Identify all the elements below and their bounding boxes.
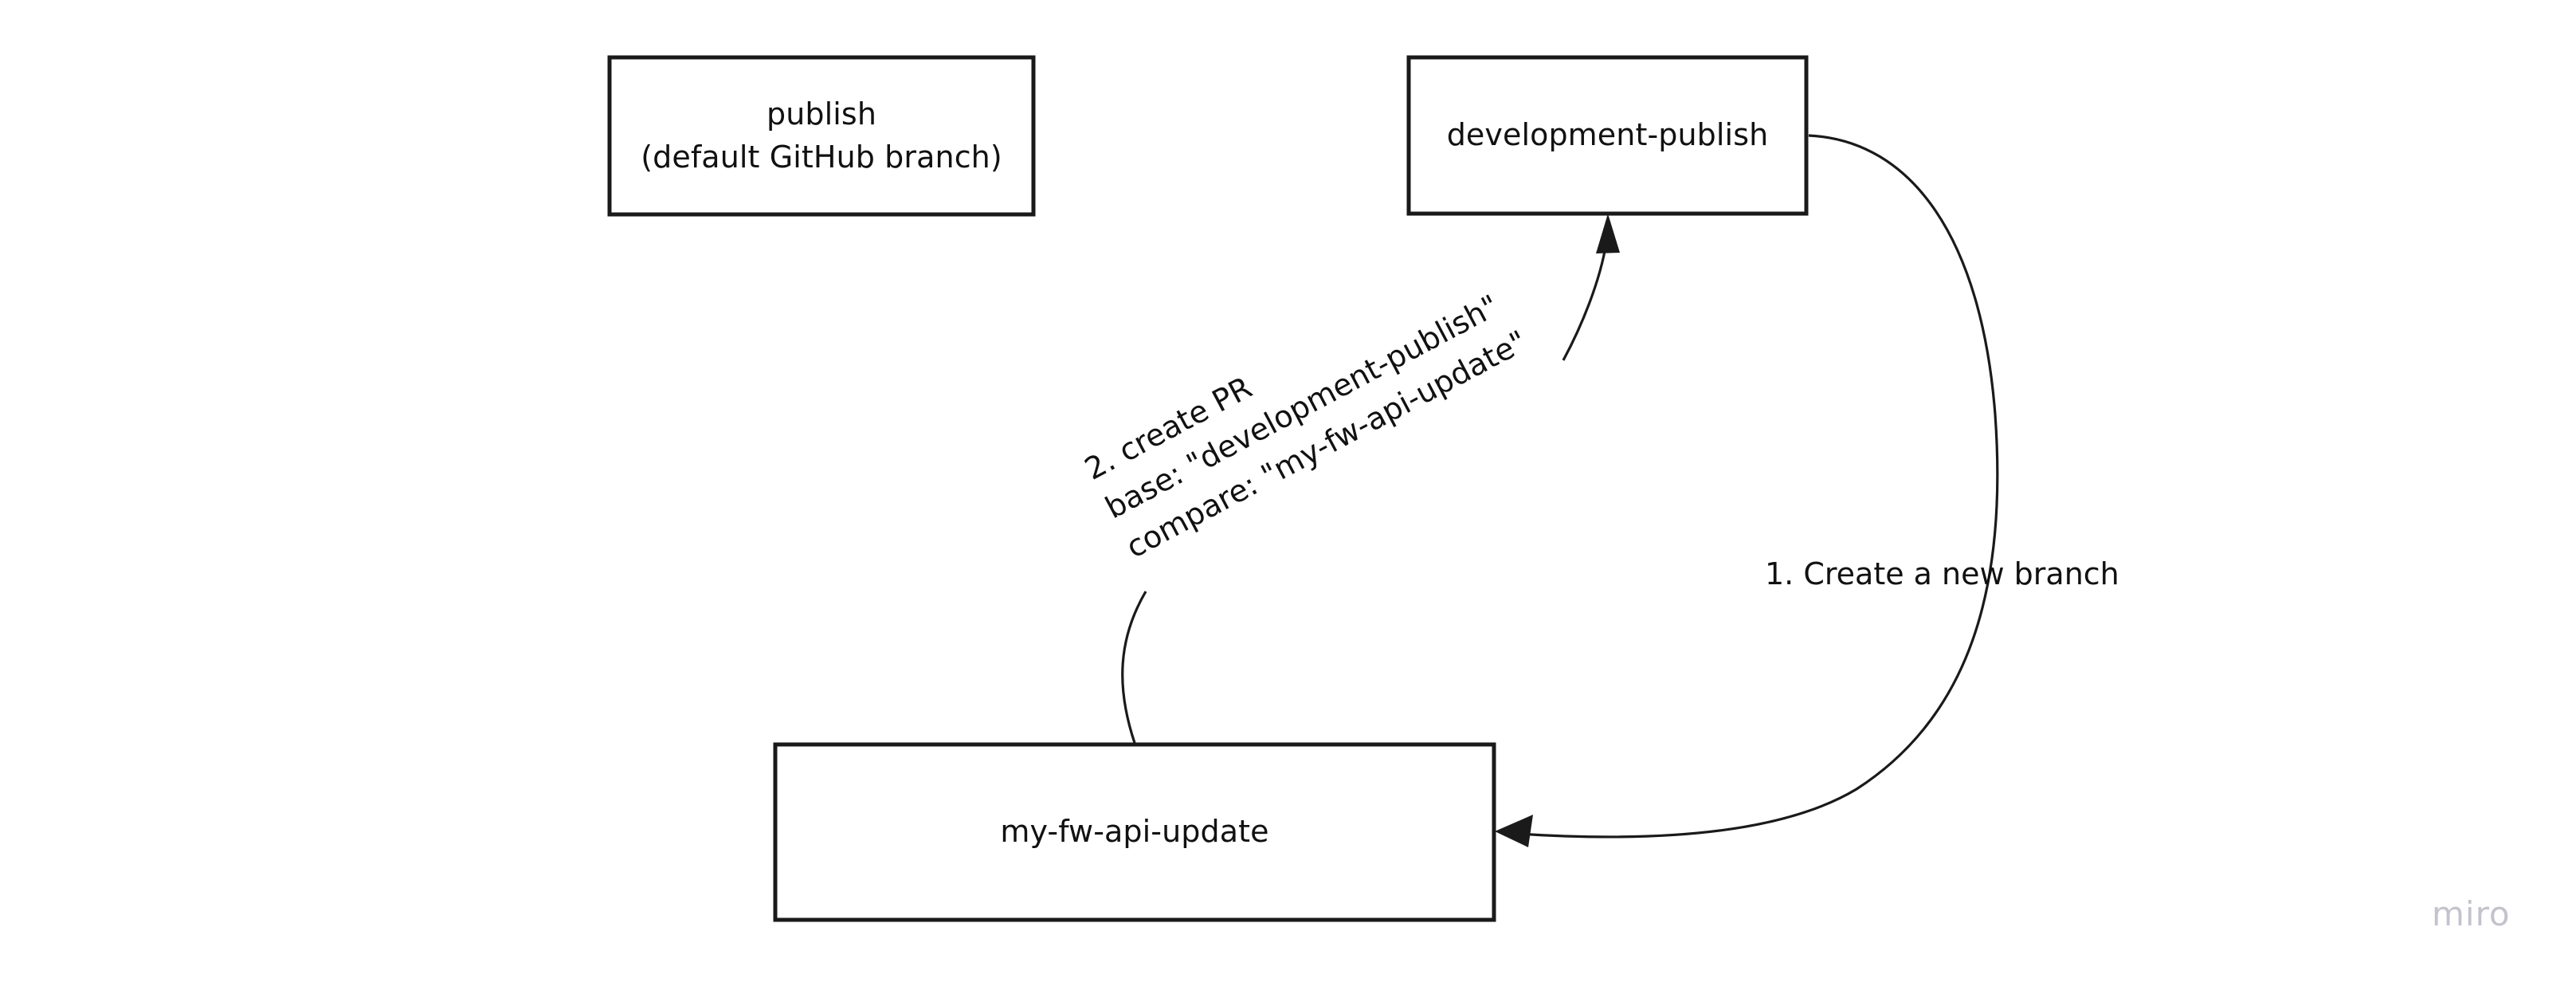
- edge-create-pr-upper[interactable]: [1562, 235, 1609, 361]
- node-my-fw-api-update[interactable]: [773, 742, 1496, 922]
- edge-create-pr-lower[interactable]: [1121, 591, 1147, 744]
- miro-watermark: miro: [2432, 894, 2511, 933]
- edge-create-pr-arrowhead: [1596, 214, 1620, 253]
- edge-create-branch-arrowhead: [1495, 815, 1533, 847]
- node-publish[interactable]: [607, 55, 1036, 217]
- edge-create-branch[interactable]: [1517, 134, 1999, 839]
- node-development-publish[interactable]: [1406, 55, 1809, 216]
